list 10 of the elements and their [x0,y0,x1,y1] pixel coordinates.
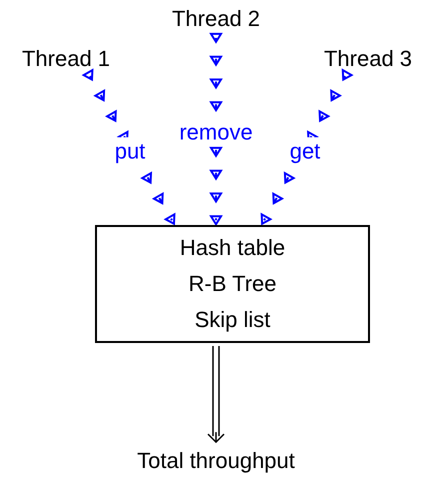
node-label: Thread 2 [172,5,260,33]
node-label: Total throughput [137,447,295,475]
node-label: Thread 3 [324,45,412,73]
structure-name: R-B Tree [188,270,277,298]
edge-label: get [288,137,322,165]
structure-name: Hash table [180,234,286,262]
structure-box [95,225,370,343]
structure-name: Skip list [194,306,270,334]
double-arrow [207,345,225,443]
node-label: Thread 1 [22,45,110,73]
